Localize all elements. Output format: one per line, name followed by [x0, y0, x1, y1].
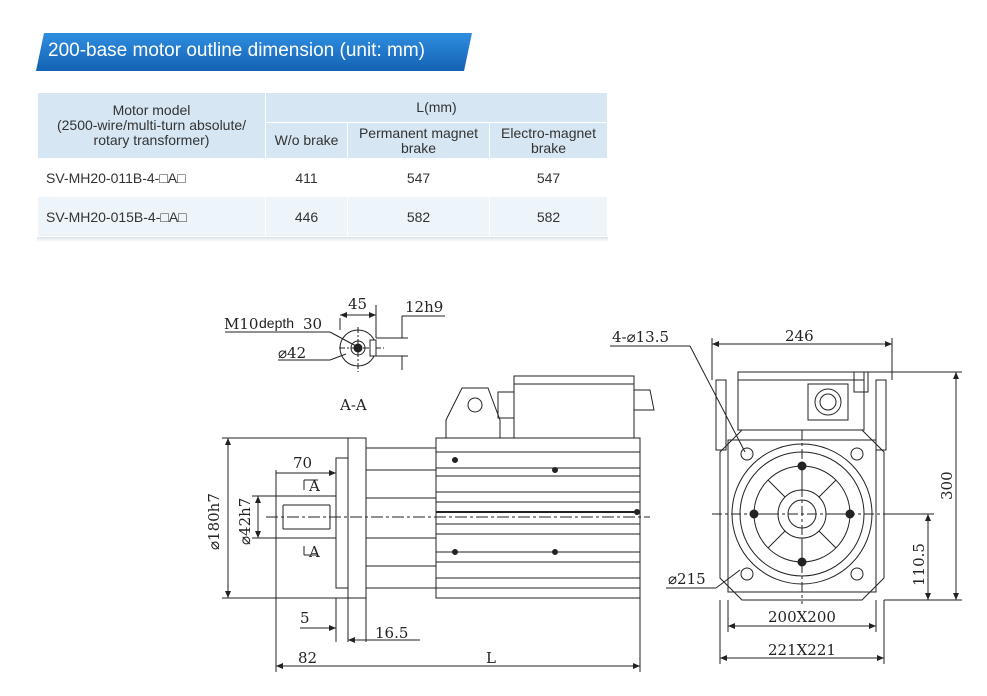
dim-shaft-70: 70: [293, 454, 312, 472]
dim-width-246: 246: [785, 327, 814, 345]
front-view: [610, 338, 962, 664]
cell-pm: 582: [347, 196, 490, 237]
cell-model: SV-MH20-015B-4-□A□: [37, 196, 266, 237]
header-model-line2: (2500-wire/multi-turn absolute/: [56, 117, 247, 133]
dim-shaft-dia: ⌀42h7: [236, 498, 254, 545]
section-title: 200-base motor outline dimension (unit: …: [48, 40, 426, 61]
cell-em: 582: [489, 196, 608, 237]
header-motor-model: Motor model (2500-wire/multi-turn absolu…: [37, 92, 266, 159]
header-pm-brake: Permanent magnet brake: [347, 122, 490, 159]
header-l: L(mm): [265, 92, 608, 123]
dim-depth-label: depth: [259, 315, 294, 331]
cell-model: SV-MH20-011B-4-□A□: [37, 158, 266, 197]
header-em-line1: Electro-magnet: [501, 124, 596, 141]
table-row: SV-MH20-015B-4-□A□ 446 582 582: [37, 196, 608, 237]
dim-shaft-82: 82: [298, 649, 317, 667]
cell-em: 547: [489, 158, 608, 197]
banner-shape: [36, 33, 472, 71]
dim-flange-dia: ⌀180h7: [205, 493, 223, 550]
section-label: A-A: [339, 396, 367, 414]
section-banner: 200-base motor outline dimension (unit: …: [36, 33, 472, 71]
table-shadow: [37, 237, 608, 242]
header-model-line1: Motor model: [112, 102, 191, 118]
dim-square-200: 200X200: [768, 608, 836, 626]
dimension-table: Motor model (2500-wire/multi-turn absolu…: [37, 92, 608, 237]
dim-height-300: 300: [938, 471, 956, 500]
dim-depth-30: 30: [303, 315, 322, 333]
header-em-brake: Electro-magnet brake: [489, 122, 608, 159]
header-wo-brake: W/o brake: [265, 122, 348, 159]
header-pm-line2: brake: [400, 139, 437, 156]
dim-section-dia: ⌀42: [278, 344, 306, 362]
dim-holes: 4-⌀13.5: [612, 328, 669, 346]
dim-step-5: 5: [300, 609, 310, 627]
dim-keyway-45: 45: [348, 295, 367, 313]
section-mark-bottom: A: [308, 543, 320, 561]
header-pm-line1: Permanent magnet: [358, 124, 479, 141]
dim-center-110-5: 110.5: [910, 543, 928, 586]
cell-wo: 446: [265, 196, 348, 237]
dim-key-12h9: 12h9: [405, 298, 443, 316]
dimension-labels: 45 12h9 M10 depth 30 ⌀42 A-A ⌀180h7 ⌀42h…: [205, 295, 956, 667]
header-model-line3: rotary transformer): [93, 132, 210, 148]
table-row: SV-MH20-011B-4-□A□ 411 547 547: [37, 158, 608, 197]
dimension-arrows: [225, 312, 959, 669]
dim-square-221: 221X221: [768, 641, 836, 659]
header-em-line2: brake: [530, 139, 567, 156]
dim-length-l: L: [486, 649, 496, 667]
dim-flange-16-5: 16.5: [375, 624, 408, 642]
side-view: [222, 375, 655, 672]
section-mark-top: A: [308, 477, 320, 495]
dim-pcd-215: ⌀215: [668, 570, 706, 588]
dim-thread-m10: M10: [224, 315, 258, 333]
cell-wo: 411: [265, 158, 348, 197]
